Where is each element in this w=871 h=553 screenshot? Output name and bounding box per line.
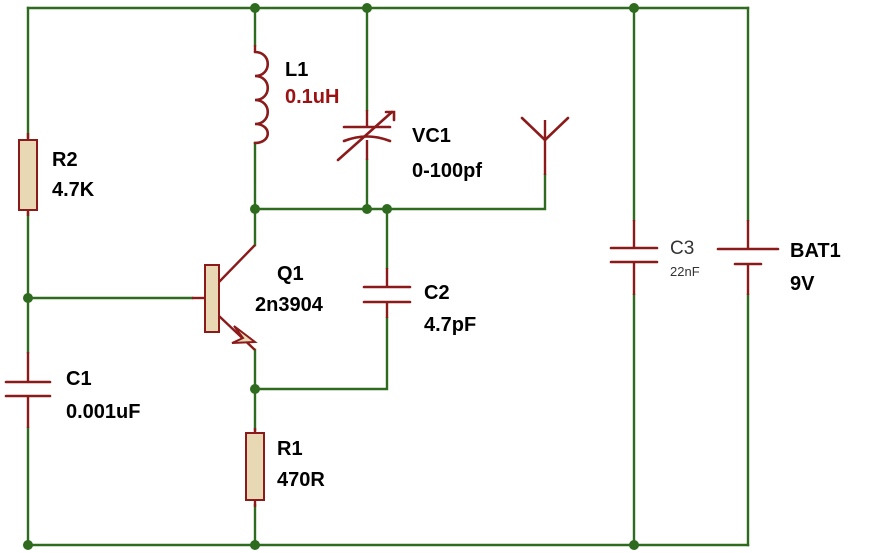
- c1-ref-label: C1: [66, 368, 92, 390]
- inductor-coil-icon: [253, 50, 270, 145]
- r2-ref-label: R2: [52, 149, 78, 171]
- junction-dot: [250, 540, 260, 550]
- bat1-value-label: 9V: [790, 273, 815, 295]
- junction-dot: [382, 204, 392, 214]
- junction-dot: [23, 540, 33, 550]
- c2-bottom-wire: [253, 316, 389, 391]
- capacitor-c3: C3 22nF: [609, 220, 700, 295]
- capacitor-c2: C2 4.7pF: [362, 268, 476, 336]
- junction-dot: [362, 3, 372, 13]
- vc1-value-label: 0-100pf: [412, 160, 482, 182]
- resistor-r2: R2 4.7K: [18, 133, 95, 216]
- r2-value-label: 4.7K: [52, 179, 95, 201]
- c1-value-label: 0.001uF: [66, 401, 140, 423]
- variable-arrow-icon: [336, 110, 394, 162]
- antenna-icon: [520, 116, 570, 175]
- r1-value-label: 470R: [277, 469, 325, 491]
- collector-node-wire: [253, 173, 547, 211]
- bat1-ref-label: BAT1: [790, 240, 841, 262]
- junction-dot: [250, 204, 260, 214]
- emitter-arrow-icon: [231, 325, 258, 344]
- r1-ref-label: R1: [277, 438, 303, 460]
- junction-dot: [250, 3, 260, 13]
- capacitor-plate-curved: [342, 135, 392, 143]
- variable-arrow-tip-icon: [384, 110, 396, 122]
- junctions: [23, 3, 639, 550]
- junction-dot: [23, 293, 33, 303]
- l1-value-label: 0.1uH: [285, 86, 339, 108]
- collector-lead: [218, 244, 256, 283]
- junction-dot: [250, 384, 260, 394]
- junction-dot: [362, 204, 372, 214]
- resistor-r1: R1 470R: [245, 428, 325, 507]
- junction-dot: [629, 3, 639, 13]
- transistor-base-bar: [204, 264, 220, 333]
- capacitor-c1: C1 0.001uF: [4, 352, 140, 428]
- c3-ref-label: C3: [670, 238, 694, 259]
- q1-ref-label: Q1: [277, 263, 304, 285]
- q1-value-label: 2n3904: [255, 294, 324, 316]
- c2-ref-label: C2: [424, 282, 450, 304]
- l1-ref-label: L1: [285, 59, 308, 81]
- transistor-q1: Q1 2n3904: [192, 244, 324, 351]
- resistor-body: [18, 139, 38, 211]
- junction-dot: [629, 540, 639, 550]
- variable-capacitor-vc1: VC1 0-100pf: [336, 110, 482, 182]
- resistor-body: [245, 432, 265, 501]
- battery-bat1: BAT1 9V: [716, 220, 841, 295]
- c3-value-label: 22nF: [670, 264, 700, 279]
- emitter-lead: [218, 315, 256, 351]
- inductor-l1: L1 0.1uH: [253, 45, 339, 145]
- c2-value-label: 4.7pF: [424, 314, 476, 336]
- vc1-ref-label: VC1: [412, 125, 451, 147]
